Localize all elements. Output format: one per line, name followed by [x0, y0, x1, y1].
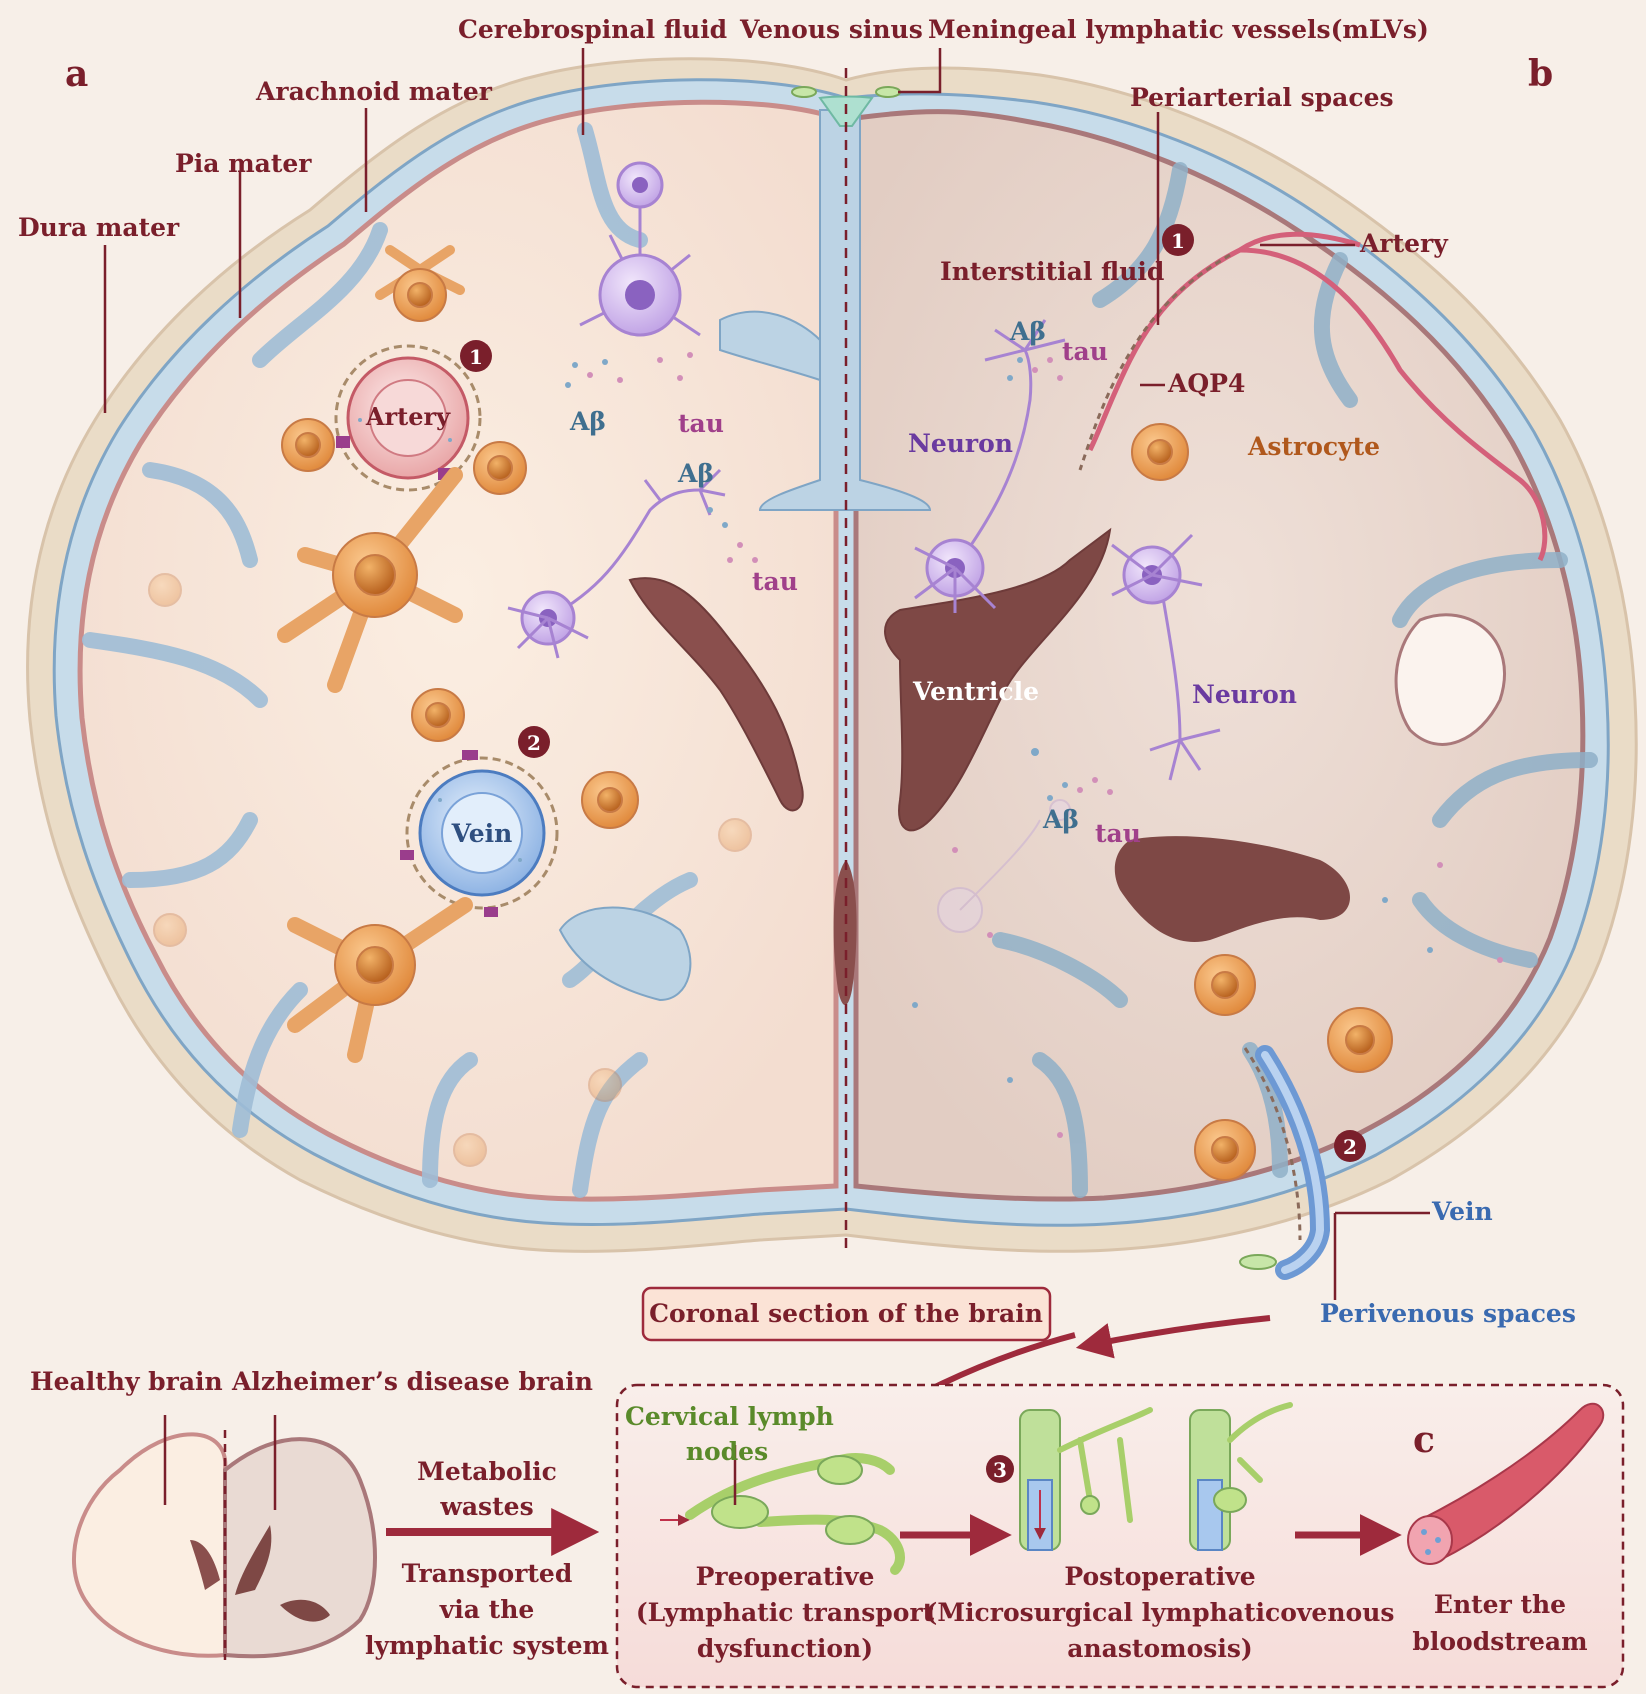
- left-tau-1: tau: [678, 409, 724, 438]
- step-left-2: 2: [527, 731, 541, 755]
- pre-3: dysfunction): [697, 1634, 873, 1663]
- right-white-pocket: [1394, 613, 1506, 746]
- right-tau-2: tau: [1095, 819, 1141, 848]
- left-vein: [400, 750, 559, 917]
- left-abeta-1: Aβ: [569, 407, 606, 436]
- post-3: anastomosis): [1067, 1634, 1252, 1663]
- left-neurons: [507, 161, 726, 659]
- pre-2: (Lymphatic transport: [636, 1598, 935, 1627]
- pre-1: Preoperative: [696, 1562, 875, 1591]
- right-cells: [912, 231, 1548, 1280]
- step-badge-right-1: [1162, 224, 1194, 256]
- labels: a b c Dura mater Pia mater Arachnoid mat…: [18, 15, 1588, 1663]
- coronal-brain-section: [26, 57, 1638, 1255]
- bottom-mlv: [1239, 1254, 1277, 1270]
- step-right-1: 1: [1171, 229, 1185, 253]
- arrow-to-caption: [1075, 1315, 1271, 1359]
- anastomosis-illustration: [986, 1402, 1293, 1551]
- enter-1: Enter the: [1434, 1590, 1566, 1619]
- panel-b-label: b: [1528, 53, 1553, 95]
- post-2: (Microsurgical lymphaticovenous: [926, 1598, 1395, 1627]
- astrocyte-label: Astrocyte: [1247, 432, 1380, 461]
- right-abeta-1: Aβ: [1009, 317, 1046, 346]
- aqp4-label: AQP4: [1167, 369, 1245, 398]
- right-neuron-1: Neuron: [908, 429, 1013, 458]
- right-sulci: [992, 162, 1598, 1198]
- panel-c-label: c: [1413, 1419, 1435, 1461]
- bottom-section: [71, 1315, 1625, 1689]
- left-vein-label: Vein: [451, 819, 513, 848]
- right-neuron-2: Neuron: [1192, 680, 1297, 709]
- mlvs-label: Meningeal lymphatic vessels(mLVs): [928, 15, 1429, 44]
- perivenous-space: [1243, 1047, 1302, 1241]
- left-sulci: [82, 122, 698, 1198]
- right-tau-1: tau: [1062, 337, 1108, 366]
- mini-brain: [71, 1415, 377, 1660]
- bloodstream-vessel: [1407, 1402, 1605, 1565]
- right-astrocytes: [1131, 423, 1393, 1181]
- periarterial-label: Periarterial spaces: [1130, 83, 1394, 112]
- leader-lines: [103, 48, 1430, 1300]
- arachnoid-label: Arachnoid mater: [255, 77, 493, 106]
- metabolic-2: wastes: [439, 1492, 533, 1521]
- post-1: Postoperative: [1064, 1562, 1255, 1591]
- interstitial-label: Interstitial fluid: [940, 257, 1164, 286]
- perivenous-label: Perivenous spaces: [1320, 1299, 1576, 1328]
- enter-2: bloodstream: [1412, 1627, 1587, 1656]
- step-badge-left-1: [460, 340, 492, 372]
- left-tau-2: tau: [752, 567, 798, 596]
- step-left-1: 1: [469, 345, 483, 369]
- right-ventricle: [884, 527, 1112, 832]
- left-cells: [148, 161, 758, 1167]
- right-abeta-tau-particles: [912, 357, 1503, 1138]
- mlv-right: [875, 86, 901, 98]
- left-ventricle: [628, 577, 804, 812]
- ventricle-label: Ventricle: [912, 677, 1039, 706]
- faded-astrocytes: [148, 573, 752, 1167]
- csf-label: Cerebrospinal fluid: [458, 15, 727, 44]
- lower-right-blob: [1114, 836, 1350, 942]
- healthy-label: Healthy brain: [30, 1367, 223, 1396]
- left-artery: [334, 344, 482, 492]
- transported-3: lymphatic system: [365, 1631, 609, 1660]
- transported-2: via the: [439, 1595, 535, 1624]
- step-badge-left-2: [518, 726, 550, 758]
- left-astrocytes: [277, 245, 639, 1063]
- lower-csf-pocket: [558, 906, 692, 1002]
- right-neurons: [914, 319, 1221, 781]
- right-artery-label: Artery: [1359, 229, 1449, 258]
- dura-label: Dura mater: [18, 213, 180, 242]
- step-badges: [460, 224, 1366, 1162]
- faded-neurons: [937, 799, 1071, 933]
- step-badge-right-2: [1334, 1130, 1366, 1162]
- caption-box: [641, 1286, 1052, 1342]
- panel-a-label: a: [65, 53, 88, 95]
- right-artery-vessel: [1087, 231, 1361, 452]
- step-right-2: 2: [1343, 1135, 1357, 1159]
- lymph-nodes: [660, 1445, 905, 1575]
- metabolic-1: Metabolic: [417, 1457, 557, 1486]
- right-abeta-2: Aβ: [1042, 805, 1079, 834]
- left-abeta-tau-particles: [358, 352, 758, 862]
- left-artery-label: Artery: [365, 402, 451, 431]
- right-hemisphere-tissue: [853, 109, 1586, 1202]
- transported-1: Transported: [402, 1559, 573, 1588]
- mlv-left: [791, 86, 817, 98]
- cervical-1: Cervical lymph: [625, 1402, 834, 1431]
- left-csf-pocket: [719, 310, 821, 382]
- caption-text: Coronal section of the brain: [649, 1299, 1043, 1328]
- pia-label: Pia mater: [175, 149, 312, 178]
- ad-label: Alzheimer’s disease brain: [231, 1367, 593, 1396]
- left-abeta-2: Aβ: [677, 459, 714, 488]
- periarterial-space: [1078, 253, 1231, 471]
- venous-sinus-label: Venous sinus: [739, 15, 923, 44]
- cervical-2: nodes: [686, 1437, 768, 1466]
- right-vein-label: Vein: [1431, 1197, 1493, 1226]
- right-artery-branch: [1239, 247, 1548, 562]
- step-3: 3: [993, 1458, 1007, 1482]
